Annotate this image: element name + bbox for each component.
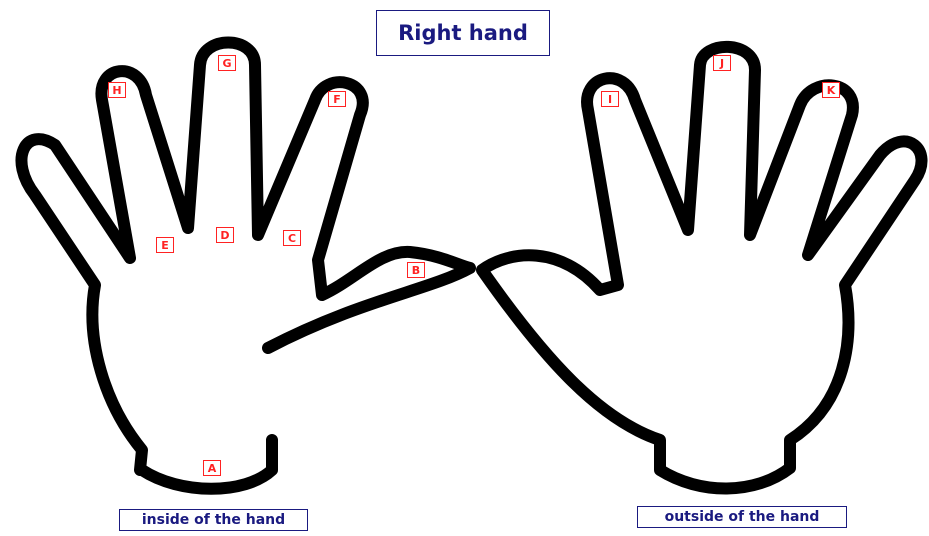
back-hand-outline — [482, 47, 922, 489]
point-marker-h: H — [108, 82, 126, 98]
point-marker-g: G — [218, 55, 236, 71]
point-marker-e: E — [156, 237, 174, 253]
palm-hand-outline — [21, 43, 470, 471]
point-marker-c: C — [283, 230, 301, 246]
point-marker-j: J — [713, 55, 731, 71]
diagram-title: Right hand — [376, 10, 550, 56]
caption-outside-of-hand: outside of the hand — [637, 506, 847, 528]
point-marker-d: D — [216, 227, 234, 243]
point-marker-f: F — [328, 91, 346, 107]
point-marker-i: I — [601, 91, 619, 107]
caption-inside-of-hand: inside of the hand — [119, 509, 308, 531]
point-marker-k: K — [822, 82, 840, 98]
point-marker-a: A — [203, 460, 221, 476]
point-marker-b: B — [407, 262, 425, 278]
